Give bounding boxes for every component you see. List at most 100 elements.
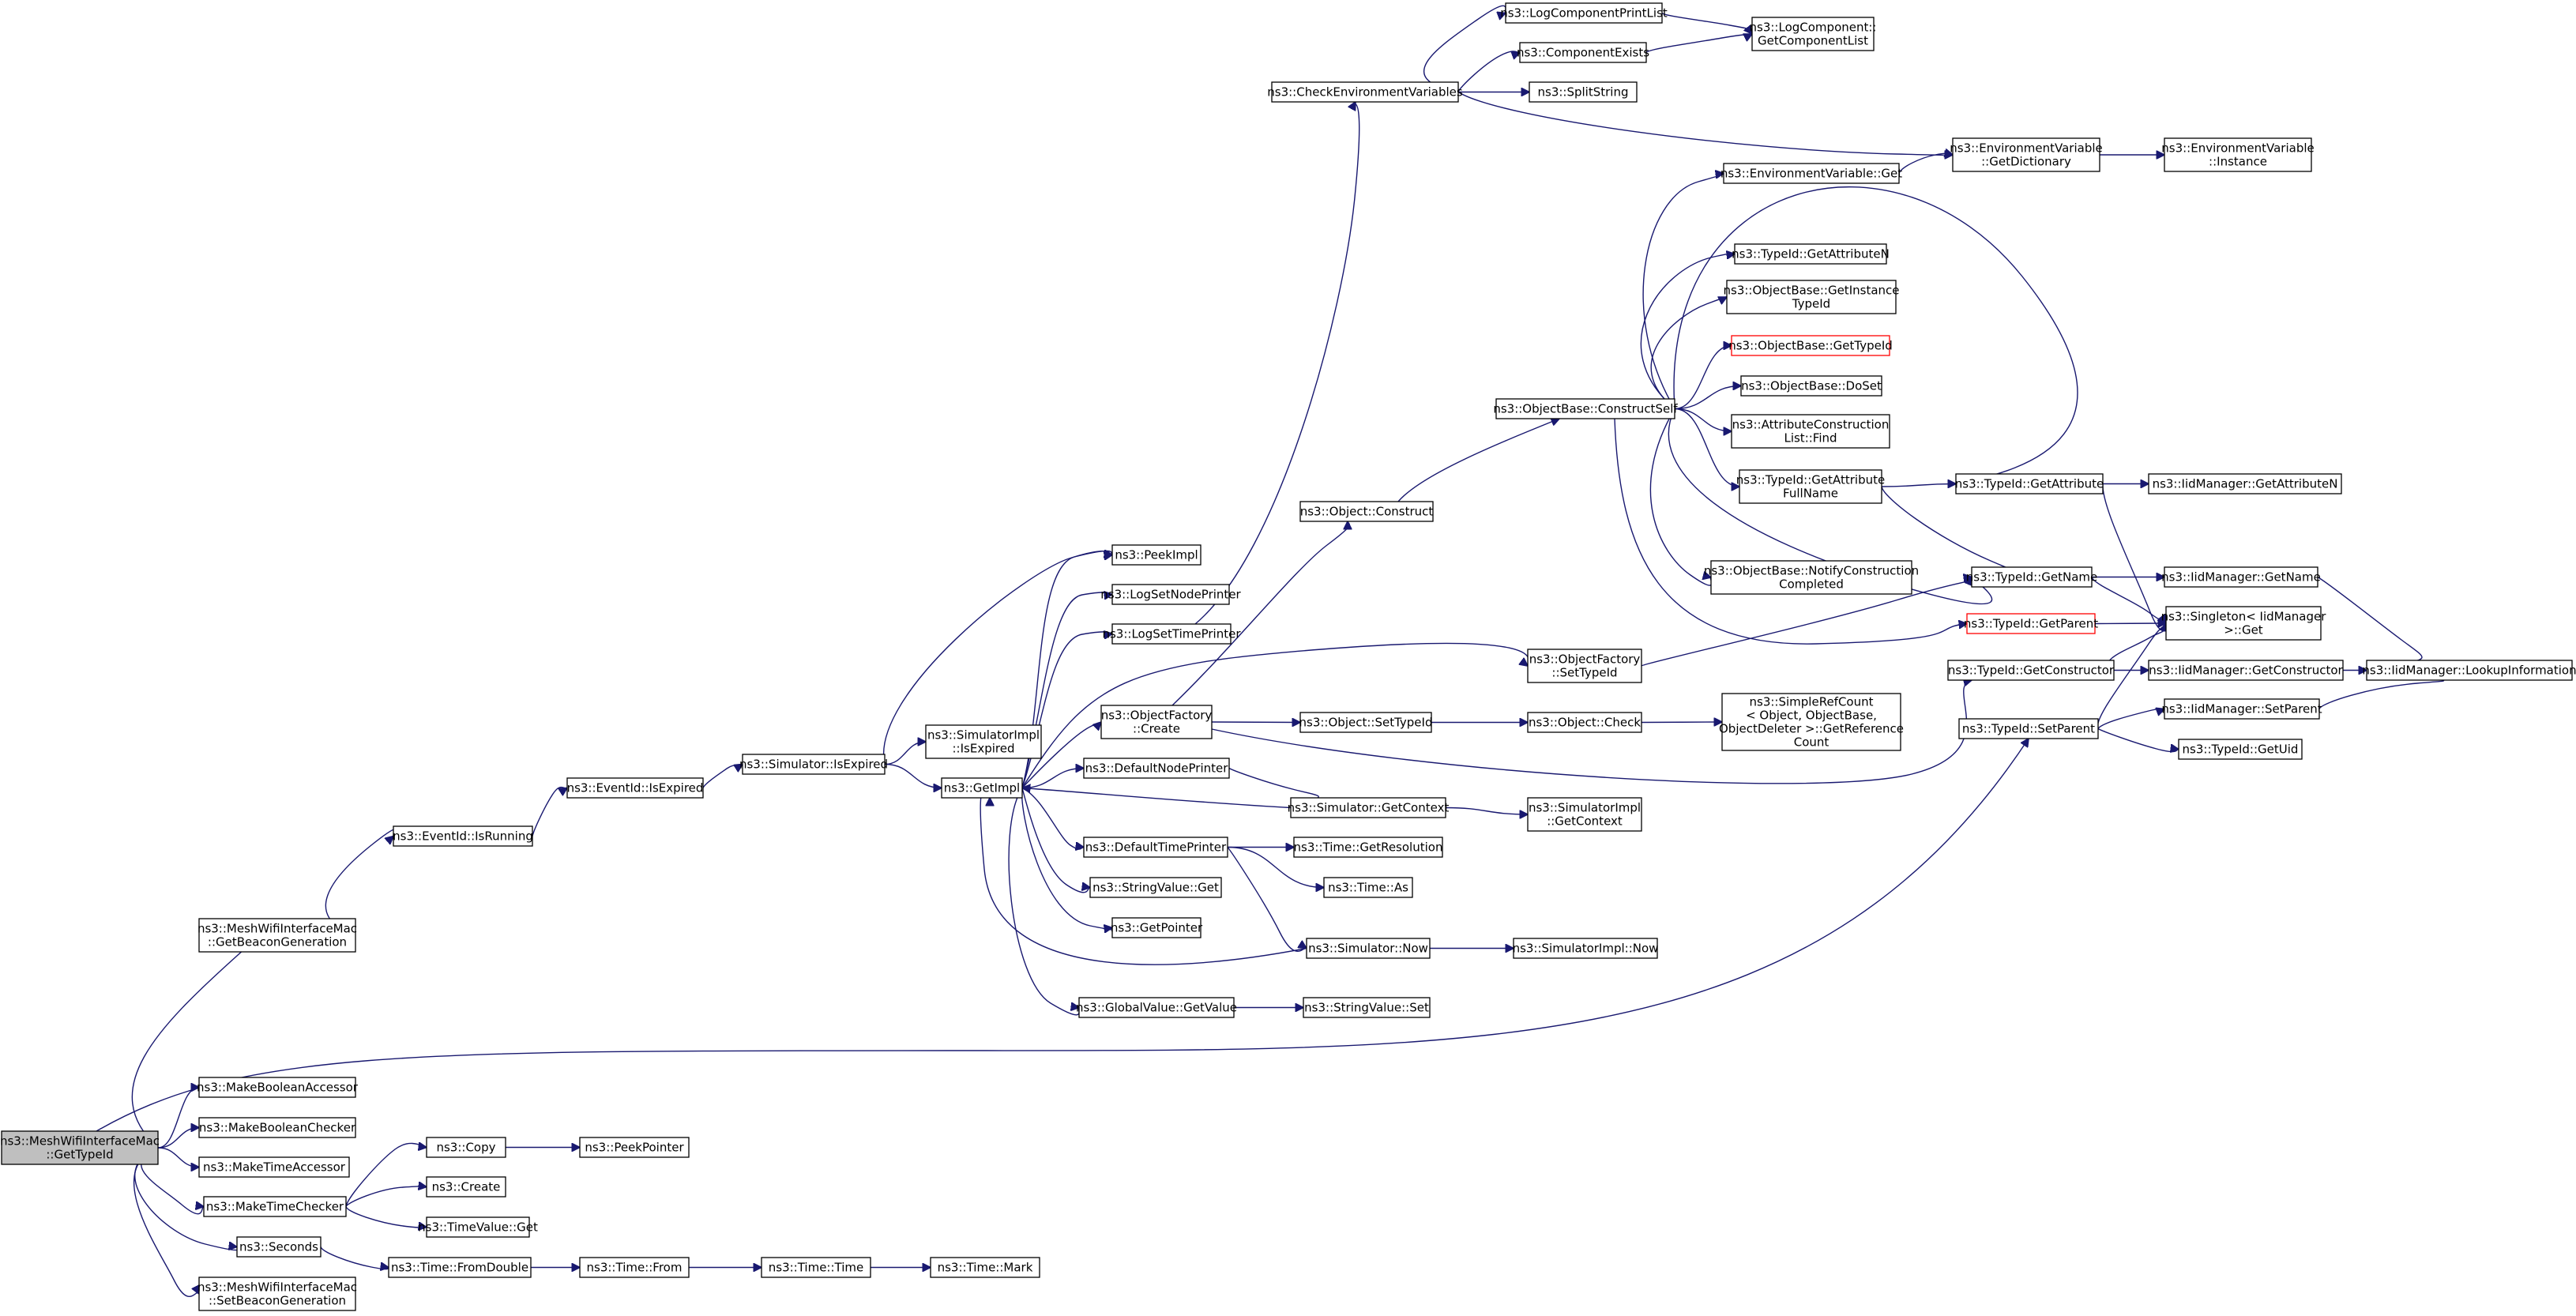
node-default-time-printer[interactable]: ns3::DefaultTimePrinter <box>1083 837 1228 858</box>
node-string-value-set[interactable]: ns3::StringValue::Set <box>1303 997 1431 1018</box>
node-ev-is-expired[interactable]: ns3::EventId::IsExpired <box>566 777 704 799</box>
edge-simGetContext-to-getImpl <box>1022 788 1292 809</box>
node-check-env-vars[interactable]: ns3::CheckEnvironmentVariables <box>1267 81 1463 103</box>
node-get-pointer[interactable]: ns3::GetPointer <box>1111 917 1203 938</box>
node-type-id-get-attribute[interactable]: ns3::TypeId::GetAttribute <box>1955 473 2104 494</box>
node-label: ns3::CheckEnvironmentVariables <box>1267 85 1463 100</box>
node-iid-set-parent[interactable]: ns3::IidManager::SetParent <box>2161 698 2322 720</box>
node-box <box>1527 797 1642 832</box>
node-iid-lookup-info[interactable]: ns3::IidManager::LookupInformation <box>2362 660 2576 681</box>
node-singleton-get[interactable]: ns3::Singleton< IidManager >::Get <box>2161 606 2327 641</box>
edge-objBaseConstructSelf-to-typeIdGetAttrN <box>1640 250 1746 410</box>
node-iid-get-constructor[interactable]: ns3::IidManager::GetConstructor <box>2148 660 2344 681</box>
node-time-value-get[interactable]: ns3::TimeValue::Get <box>418 1216 538 1238</box>
node-time-from-double[interactable]: ns3::Time::FromDouble <box>388 1257 532 1278</box>
node-sim-now[interactable]: ns3::Simulator::Now <box>1306 938 1431 959</box>
node-time-get-resolution[interactable]: ns3::Time::GetResolution <box>1293 837 1443 858</box>
node-sim-is-expired[interactable]: ns3::Simulator::IsExpired <box>739 754 888 775</box>
node-obj-factory-set-type-id[interactable]: ns3::ObjectFactory::SetTypeId <box>1527 649 1642 683</box>
node-box <box>1726 280 1897 314</box>
node-global-value-get-value[interactable]: ns3::GlobalValue::GetValue <box>1076 997 1237 1018</box>
node-label: ns3::TimeValue::Get <box>418 1220 538 1235</box>
node-box <box>1955 473 2104 494</box>
node-simple-ref-count[interactable]: ns3::SimpleRefCount< Object, ObjectBase,… <box>1719 693 1904 751</box>
node-obj-factory-create[interactable]: ns3::ObjectFactory::Create <box>1100 705 1213 739</box>
node-label: ns3::LogComponent:: <box>1750 21 1877 35</box>
edge-objBaseConstructSelf-to-attrConstrListFind <box>1674 408 1732 432</box>
node-obj-set-type-id[interactable]: ns3::Object::SetTypeId <box>1299 712 1433 733</box>
node-type-id-get-constructor[interactable]: ns3::TypeId::GetConstructor <box>1947 660 2115 681</box>
node-set-beacon-gen[interactable]: ns3::MeshWifiInterfaceMac::SetBeaconGene… <box>197 1277 357 1311</box>
node-obj-base-construct-self[interactable]: ns3::ObjectBase::ConstructSelf <box>1493 398 1678 419</box>
node-label: ns3::Time::FromDouble <box>391 1261 528 1275</box>
node-obj-base-do-set[interactable]: ns3::ObjectBase::DoSet <box>1740 375 1882 397</box>
node-log-set-time-printer[interactable]: ns3::LogSetTimePrinter <box>1102 623 1241 645</box>
node-time-as[interactable]: ns3::Time::As <box>1323 877 1413 898</box>
node-label: ns3::Time::As <box>1328 881 1408 895</box>
node-split-string[interactable]: ns3::SplitString <box>1529 81 1638 103</box>
node-box <box>1078 997 1235 1018</box>
node-label: ns3::IidManager::GetConstructor <box>2149 664 2343 678</box>
node-make-bool-chk[interactable]: ns3::MakeBooleanChecker <box>198 1117 356 1138</box>
node-obj-base-notify-constr[interactable]: ns3::ObjectBase::NotifyConstructionCompl… <box>1704 560 1919 595</box>
node-sim-impl-is-expired[interactable]: ns3::SimulatorImpl::IsExpired <box>925 724 1042 759</box>
node-label: ObjectDeleter >::GetReference <box>1719 722 1904 736</box>
node-seconds[interactable]: ns3::Seconds <box>236 1236 322 1258</box>
node-iid-get-attr-n[interactable]: ns3::IidManager::GetAttributeN <box>2148 473 2342 494</box>
node-label: ns3::DefaultNodePrinter <box>1085 761 1229 776</box>
edge-root-to-makeBoolAcc <box>157 1088 199 1149</box>
node-type-id-get-name[interactable]: ns3::TypeId::GetName <box>1966 566 2097 588</box>
node-env-var-get-dict[interactable]: ns3::EnvironmentVariable::GetDictionary <box>1950 137 2103 172</box>
node-peek-impl[interactable]: ns3::PeekImpl <box>1111 544 1202 566</box>
node-label: ::GetContext <box>1547 814 1623 829</box>
node-label: ns3::StringValue::Set <box>1304 1001 1429 1015</box>
node-sim-impl-get-context[interactable]: ns3::SimulatorImpl::GetContext <box>1527 797 1642 832</box>
node-get-impl[interactable]: ns3::GetImpl <box>941 777 1023 799</box>
node-is-running[interactable]: ns3::EventId::IsRunning <box>393 825 533 847</box>
node-get-beacon-gen[interactable]: ns3::MeshWifiInterfaceMac::GetBeaconGene… <box>197 918 357 953</box>
node-log-comp-print-list[interactable]: ns3::LogComponentPrintList <box>1500 2 1668 24</box>
node-label: ns3::SimulatorImpl <box>1529 801 1641 815</box>
node-log-set-node-printer[interactable]: ns3::LogSetNodePrinter <box>1100 584 1242 605</box>
node-label: ns3::EventId::IsExpired <box>567 781 704 795</box>
node-log-comp-get-list[interactable]: ns3::LogComponent::GetComponentList <box>1750 17 1877 51</box>
node-time-time[interactable]: ns3::Time::Time <box>761 1257 871 1278</box>
node-root[interactable]: ns3::MeshWifiInterfaceMac::GetTypeId <box>0 1130 160 1165</box>
node-string-value-get[interactable]: ns3::StringValue::Get <box>1089 877 1222 898</box>
node-type-id-set-parent[interactable]: ns3::TypeId::SetParent <box>1958 718 2099 739</box>
node-copy[interactable]: ns3::Copy <box>426 1137 506 1158</box>
node-object-check[interactable]: ns3::Object::Check <box>1527 712 1642 733</box>
node-iid-get-name[interactable]: ns3::IidManager::GetName <box>2161 566 2321 588</box>
node-label: ns3::TypeId::SetParent <box>1962 722 2095 736</box>
edge-checkEnvVars-to-compExists <box>1457 51 1520 92</box>
node-make-bool-acc[interactable]: ns3::MakeBooleanAccessor <box>197 1077 359 1098</box>
node-comp-exists[interactable]: ns3::ComponentExists <box>1517 42 1649 63</box>
node-sim-get-context[interactable]: ns3::Simulator::GetContext <box>1288 797 1450 818</box>
node-label: Completed <box>1779 577 1844 592</box>
edge-root-to-getBeaconGen <box>131 922 277 1149</box>
node-label: ::GetBeaconGeneration <box>208 935 347 949</box>
node-make-time-acc[interactable]: ns3::MakeTimeAccessor <box>198 1156 350 1178</box>
node-env-var-instance[interactable]: ns3::EnvironmentVariable::Instance <box>2161 137 2315 172</box>
node-obj-base-get-type-id[interactable]: ns3::ObjectBase::GetTypeId <box>1728 335 1893 356</box>
node-box <box>579 1137 690 1158</box>
node-type-id-get-uid[interactable]: ns3::TypeId::GetUid <box>2178 739 2303 760</box>
node-type-id-get-attr-n[interactable]: ns3::TypeId::GetAttributeN <box>1732 243 1890 265</box>
node-label: ns3::Copy <box>436 1141 495 1155</box>
node-env-var-get[interactable]: ns3::EnvironmentVariable::Get <box>1720 163 1902 184</box>
node-label: ns3::GlobalValue::GetValue <box>1076 1001 1237 1015</box>
node-time-mark[interactable]: ns3::Time::Mark <box>930 1257 1040 1278</box>
node-time-from[interactable]: ns3::Time::From <box>579 1257 690 1278</box>
node-object-construct[interactable]: ns3::Object::Construct <box>1299 501 1434 522</box>
node-type-id-get-parent[interactable]: ns3::TypeId::GetParent <box>1964 613 2098 634</box>
node-make-time-chk[interactable]: ns3::MakeTimeChecker <box>203 1196 347 1217</box>
node-create[interactable]: ns3::Create <box>426 1176 506 1198</box>
edge-root-to-makeBoolChk <box>157 1128 199 1149</box>
node-default-node-printer[interactable]: ns3::DefaultNodePrinter <box>1083 758 1230 779</box>
node-peek-pointer[interactable]: ns3::PeekPointer <box>579 1137 690 1158</box>
node-sim-impl-now[interactable]: ns3::SimulatorImpl::Now <box>1513 938 1659 959</box>
